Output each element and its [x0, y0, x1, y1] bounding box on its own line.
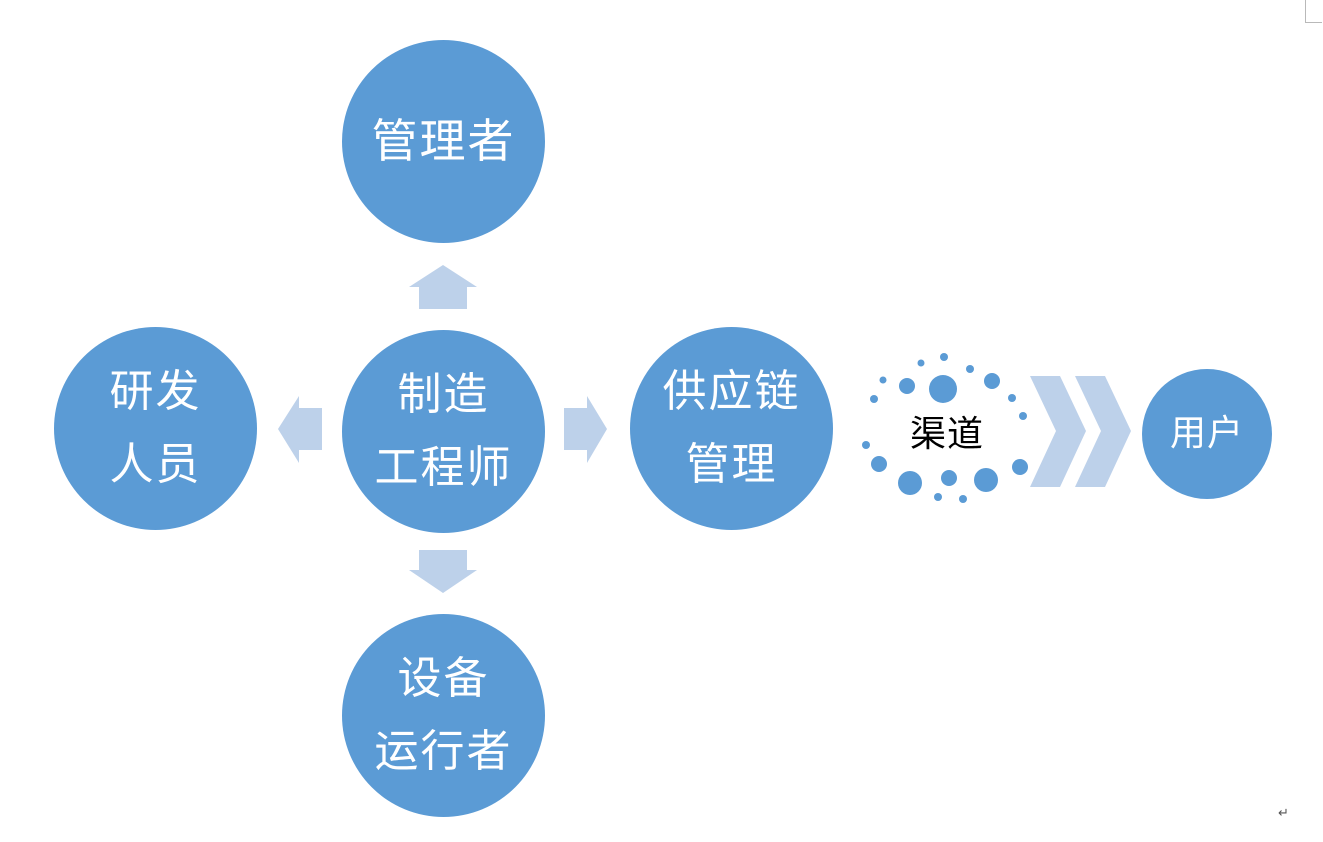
node-user-label: 用户: [1169, 413, 1244, 455]
dot: [1008, 394, 1016, 402]
node-mfg-label-2: 工程师: [374, 441, 513, 493]
node-supply-label-2: 管理: [685, 438, 778, 490]
dot: [966, 365, 974, 373]
node-research-staff[interactable]: 研发 人员: [54, 327, 257, 530]
node-mfg-label-1: 制造: [397, 368, 490, 420]
node-supply-label-1: 供应链: [662, 365, 801, 417]
dot: [879, 376, 887, 384]
dot: [974, 468, 998, 492]
dot: [959, 495, 967, 503]
dot: [899, 378, 915, 394]
dot: [1019, 412, 1027, 420]
arrow-left-icon: [278, 396, 322, 463]
arrow-up-icon: [409, 265, 477, 309]
dot: [934, 493, 942, 501]
dot: [984, 373, 1000, 389]
dot: [929, 375, 957, 403]
channel-label: 渠道: [909, 414, 984, 455]
node-supply-chain[interactable]: 供应链 管理: [630, 327, 833, 530]
dot: [941, 470, 957, 486]
node-research-label-2: 人员: [109, 438, 202, 490]
dot: [917, 359, 925, 367]
dot: [898, 471, 922, 495]
node-manager-label: 管理者: [371, 113, 516, 168]
node-research-label-1: 研发: [109, 365, 202, 417]
node-operator-label-1: 设备: [397, 652, 490, 704]
node-user[interactable]: 用户: [1142, 369, 1272, 499]
arrow-down-icon: [409, 550, 477, 593]
chevron-right-icon: [1075, 376, 1131, 487]
node-manager[interactable]: 管理者: [342, 40, 545, 243]
node-manufacturing-engineer[interactable]: 制造 工程师: [342, 330, 545, 533]
dot: [1012, 459, 1028, 475]
dot: [871, 456, 887, 472]
paragraph-mark: ↵: [1278, 806, 1289, 821]
arrow-right-icon: [564, 396, 607, 463]
node-equipment-operator[interactable]: 设备 运行者: [342, 614, 545, 817]
dot: [940, 353, 948, 361]
chevron-right-icon: [1030, 376, 1086, 487]
dot: [870, 395, 878, 403]
page-corner-mark: [1305, 0, 1322, 23]
channel-dot-ring: [862, 353, 1028, 503]
dot: [862, 441, 870, 449]
node-operator-label-2: 运行者: [374, 725, 513, 777]
